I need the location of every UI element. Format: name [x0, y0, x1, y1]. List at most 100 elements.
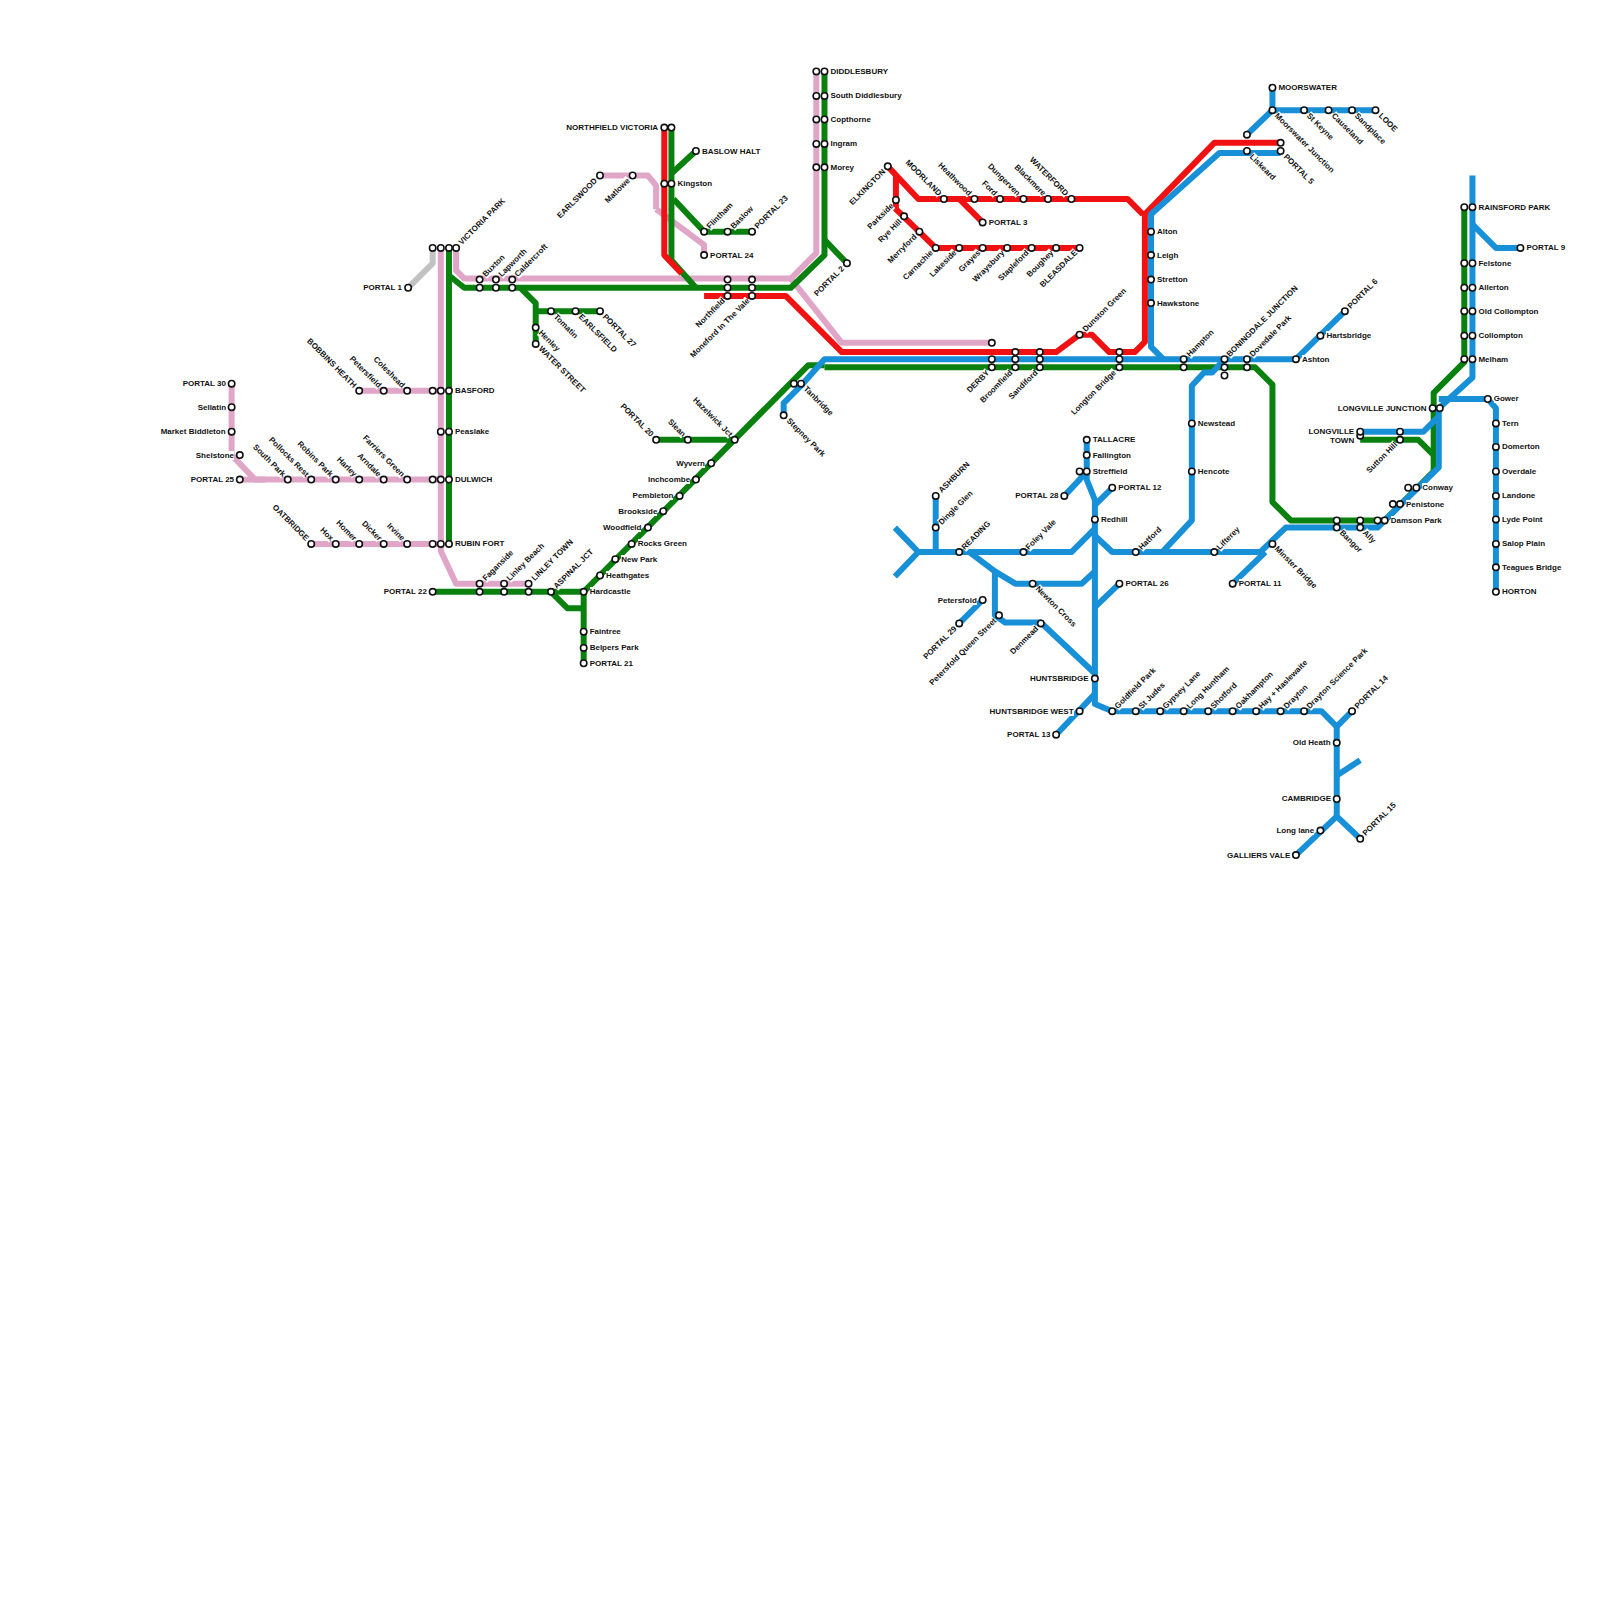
rail-line: [1095, 176, 1473, 553]
station-label: Belpers Park: [590, 643, 639, 652]
station-label: PORTAL 9: [1526, 243, 1565, 252]
station-dot: [1076, 708, 1082, 714]
station-label: PORTAL 11: [1239, 579, 1282, 588]
station-label: Copthorne: [830, 115, 870, 124]
station-dot: [1493, 444, 1499, 450]
station-dot: [509, 276, 515, 282]
station-label: PORTAL 24: [710, 251, 753, 260]
station-dot: [941, 196, 947, 202]
station-dot: [356, 476, 362, 482]
station-dot: [1461, 285, 1467, 291]
station-dot: [979, 245, 985, 251]
station-label: Ashton: [1302, 355, 1330, 364]
station-dot: [1301, 708, 1307, 714]
station-dot: [1244, 356, 1250, 362]
station-label: Ford: [980, 179, 999, 198]
rail-line: [581, 592, 587, 663]
station-dot: [1229, 580, 1235, 586]
rail-line: [433, 589, 584, 595]
station-dot: [1037, 364, 1043, 370]
station-dot: [901, 213, 907, 219]
station-dot: [1116, 364, 1122, 370]
station-dot: [1076, 245, 1082, 251]
station-dot: [916, 228, 922, 234]
station-dot: [1148, 252, 1154, 258]
station-dot: [1342, 308, 1348, 314]
station-label: Moorswater Junction: [1273, 111, 1336, 174]
station-dot: [661, 180, 667, 186]
rail-line: [456, 71, 816, 278]
station-dot: [1349, 708, 1355, 714]
station-dot: [1334, 524, 1340, 530]
station-dot: [509, 285, 515, 291]
station-dot: [989, 364, 995, 370]
station-label: Penistone: [1406, 500, 1444, 509]
station-dot: [956, 245, 962, 251]
rail-line: [1337, 816, 1360, 838]
station-dot: [1429, 405, 1435, 411]
station-dot: [1372, 107, 1378, 113]
station-label: NORTHFIELD VICTORIA: [566, 123, 658, 132]
station-dot: [685, 437, 691, 443]
station-dot: [933, 245, 939, 251]
station-dot: [501, 589, 507, 595]
rail-line: [895, 528, 918, 577]
station-label: Peaslake: [455, 427, 489, 436]
station-dot: [1277, 148, 1283, 154]
station-dot: [1221, 364, 1227, 370]
station-dot: [1357, 428, 1363, 434]
rail-line: [1064, 471, 1086, 495]
station-dot: [798, 380, 804, 386]
station-label: Newstead: [1198, 419, 1235, 428]
station-dot: [533, 324, 539, 330]
station-dot: [438, 245, 444, 251]
station-label: PORTAL 22: [384, 587, 427, 596]
station-dot: [701, 228, 707, 234]
station-label: Harley: [335, 455, 359, 479]
station-dot: [1244, 148, 1250, 154]
station-dot: [1469, 356, 1475, 362]
station-label: TALLACRE: [1093, 435, 1136, 444]
station-dot: [380, 388, 386, 394]
rail-line: [600, 176, 656, 210]
station-label: GALLIERS VALE: [1227, 851, 1290, 860]
station-label: PORTAL 26: [1125, 579, 1168, 588]
station-dot: [1020, 196, 1026, 202]
station-label: Carnachie: [901, 249, 935, 283]
station-dot: [997, 196, 1003, 202]
station-label: Melham: [1478, 355, 1508, 364]
station-label: Dovedale Park: [1248, 313, 1293, 358]
rail-line: [1439, 399, 1496, 592]
station-dot: [645, 524, 651, 530]
station-dot: [1037, 356, 1043, 362]
station-dot: [813, 116, 819, 122]
station-label: PORTAL 12: [1118, 483, 1161, 492]
station-dot: [333, 541, 339, 547]
station-label: Hardcastle: [590, 587, 631, 596]
station-label: Bangor: [1338, 528, 1364, 554]
station-dot: [629, 172, 635, 178]
station-dot: [1084, 452, 1090, 458]
station-dot: [1461, 204, 1467, 210]
station-dot: [1076, 468, 1082, 474]
station-label: BASFORD: [455, 386, 495, 395]
station-dot: [1148, 228, 1154, 234]
station-label: Irvine: [385, 522, 406, 543]
station-dot: [1092, 516, 1098, 522]
rail-line: [1087, 440, 1337, 855]
station-dot: [1028, 245, 1034, 251]
station-label: Hartsbridge: [1326, 331, 1371, 340]
station-dot: [429, 388, 435, 394]
station-dot: [1390, 501, 1396, 507]
station-dot: [780, 412, 786, 418]
station-dot: [1325, 107, 1331, 113]
station-dot: [1116, 580, 1122, 586]
station-label: RUBIN FORT: [455, 539, 504, 548]
rail-line: [959, 199, 982, 222]
station-label: Wyvern: [676, 459, 705, 468]
station-dot: [597, 308, 603, 314]
station-dot: [821, 68, 827, 74]
station-label: Hawkstone: [1157, 299, 1199, 308]
station-dot: [1148, 276, 1154, 282]
station-dot: [612, 556, 618, 562]
